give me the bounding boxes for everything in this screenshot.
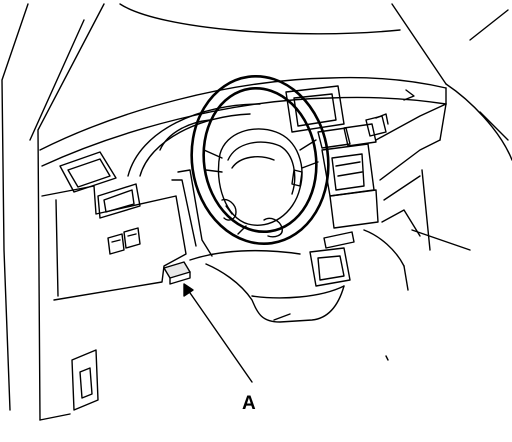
steering-wheel [190, 74, 330, 246]
door-trim [39, 349, 99, 421]
center-stack [285, 85, 387, 229]
left-lower-panel [41, 185, 187, 301]
steering-column [171, 169, 301, 261]
callout-arrow [183, 283, 253, 383]
obd-connector [163, 261, 191, 285]
callout-label-a: A [242, 393, 256, 414]
windshield-frame [1, 3, 512, 421]
right-dash [363, 103, 447, 267]
instrument-cluster [127, 103, 261, 177]
right-floor [385, 229, 471, 361]
left-vent [59, 151, 141, 219]
center-console [205, 231, 355, 323]
